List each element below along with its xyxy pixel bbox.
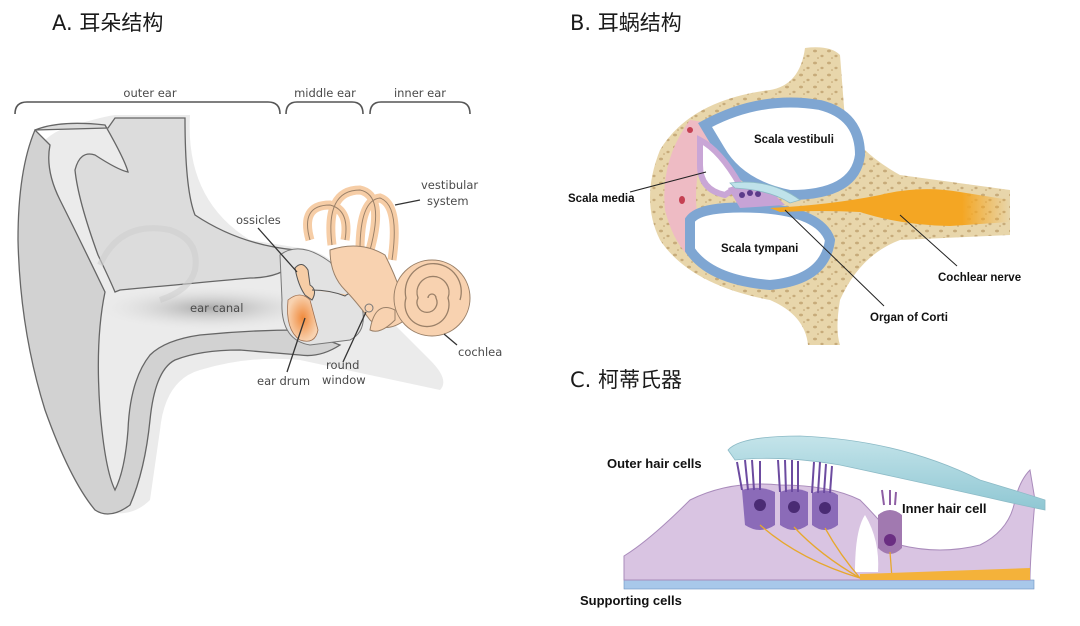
panel-c-title: C. 柯蒂氏器 xyxy=(570,368,683,392)
auricle-rim xyxy=(17,128,342,515)
round-window xyxy=(364,303,374,313)
label-ear-drum: ear drum xyxy=(257,374,310,388)
label-vestibular-1: vestibular xyxy=(421,178,478,192)
panel-b-title: B. 耳蜗结构 xyxy=(570,11,682,35)
blood-vessel xyxy=(679,196,685,204)
cochlea xyxy=(369,259,471,337)
label-organ-of-corti: Organ of Corti xyxy=(870,312,948,324)
nerve-fibers xyxy=(759,524,893,579)
leader-round-window xyxy=(342,311,367,363)
cochlear-nerve xyxy=(770,189,1010,226)
tectorial-membrane-b xyxy=(729,181,801,204)
label-inner-hair-cell: Inner hair cell xyxy=(902,501,987,516)
outer-hair-cells xyxy=(736,459,838,530)
blood-vessel xyxy=(687,127,693,133)
stria-vascularis xyxy=(664,120,725,265)
concha xyxy=(97,225,199,303)
leader-vestibular xyxy=(394,199,421,206)
bracket-outer-ear xyxy=(14,101,281,115)
cochlear-nerve-fiber-bundle xyxy=(860,568,1030,580)
scala-tympani xyxy=(685,202,836,291)
label-scala-vestibuli: Scala vestibuli xyxy=(754,134,834,146)
label-cochlea: cochlea xyxy=(458,345,502,359)
auricle xyxy=(34,117,297,293)
label-scala-media: Scala media xyxy=(568,193,635,205)
leader-cochlear-nerve xyxy=(899,214,958,267)
region-label-outer-ear: outer ear xyxy=(123,86,176,100)
label-ossicles: ossicles xyxy=(236,213,281,227)
bracket-inner-ear xyxy=(369,101,471,115)
panel-b-cochlea-cross-section: Scala vestibuli Scala media Scala tympan… xyxy=(568,47,1021,346)
leader-ear-drum xyxy=(286,317,306,373)
region-label-inner-ear: inner ear xyxy=(394,86,446,100)
panel-c-organ-of-corti: Outer hair cells Inner hair cell Support… xyxy=(580,435,1046,608)
label-vestibular-2: system xyxy=(427,194,469,208)
label-cochlear-nerve: Cochlear nerve xyxy=(938,272,1021,284)
tunnel-of-corti xyxy=(855,515,879,572)
inner-hair-cell xyxy=(878,489,902,554)
label-round-1: round xyxy=(326,358,359,372)
tectorial-membrane xyxy=(727,435,1046,511)
supporting-cell-row xyxy=(623,579,1035,590)
label-ear-canal: ear canal xyxy=(190,301,243,315)
bracket-middle-ear xyxy=(285,101,364,115)
label-round-2: window xyxy=(322,373,366,387)
panel-a-title: A. 耳朵结构 xyxy=(52,11,164,35)
scala-media xyxy=(697,135,744,199)
leader-ossicles xyxy=(257,227,298,273)
leader-scala-media xyxy=(629,171,707,193)
label-outer-hair-cells: Outer hair cells xyxy=(607,456,702,471)
ear-canal-shadow xyxy=(100,286,320,330)
label-scala-tympani: Scala tympani xyxy=(721,243,798,255)
organ-of-corti xyxy=(728,185,785,208)
vestibular-system xyxy=(303,185,399,261)
label-supporting-cells: Supporting cells xyxy=(580,593,682,608)
region-label-middle-ear: middle ear xyxy=(294,86,356,100)
leader-cochlea xyxy=(443,333,458,346)
panel-a-ear-diagram: outer ear middle ear inner ear ear canal xyxy=(14,86,502,515)
ear-drum xyxy=(287,294,319,342)
leader-organ-of-corti xyxy=(784,209,885,307)
